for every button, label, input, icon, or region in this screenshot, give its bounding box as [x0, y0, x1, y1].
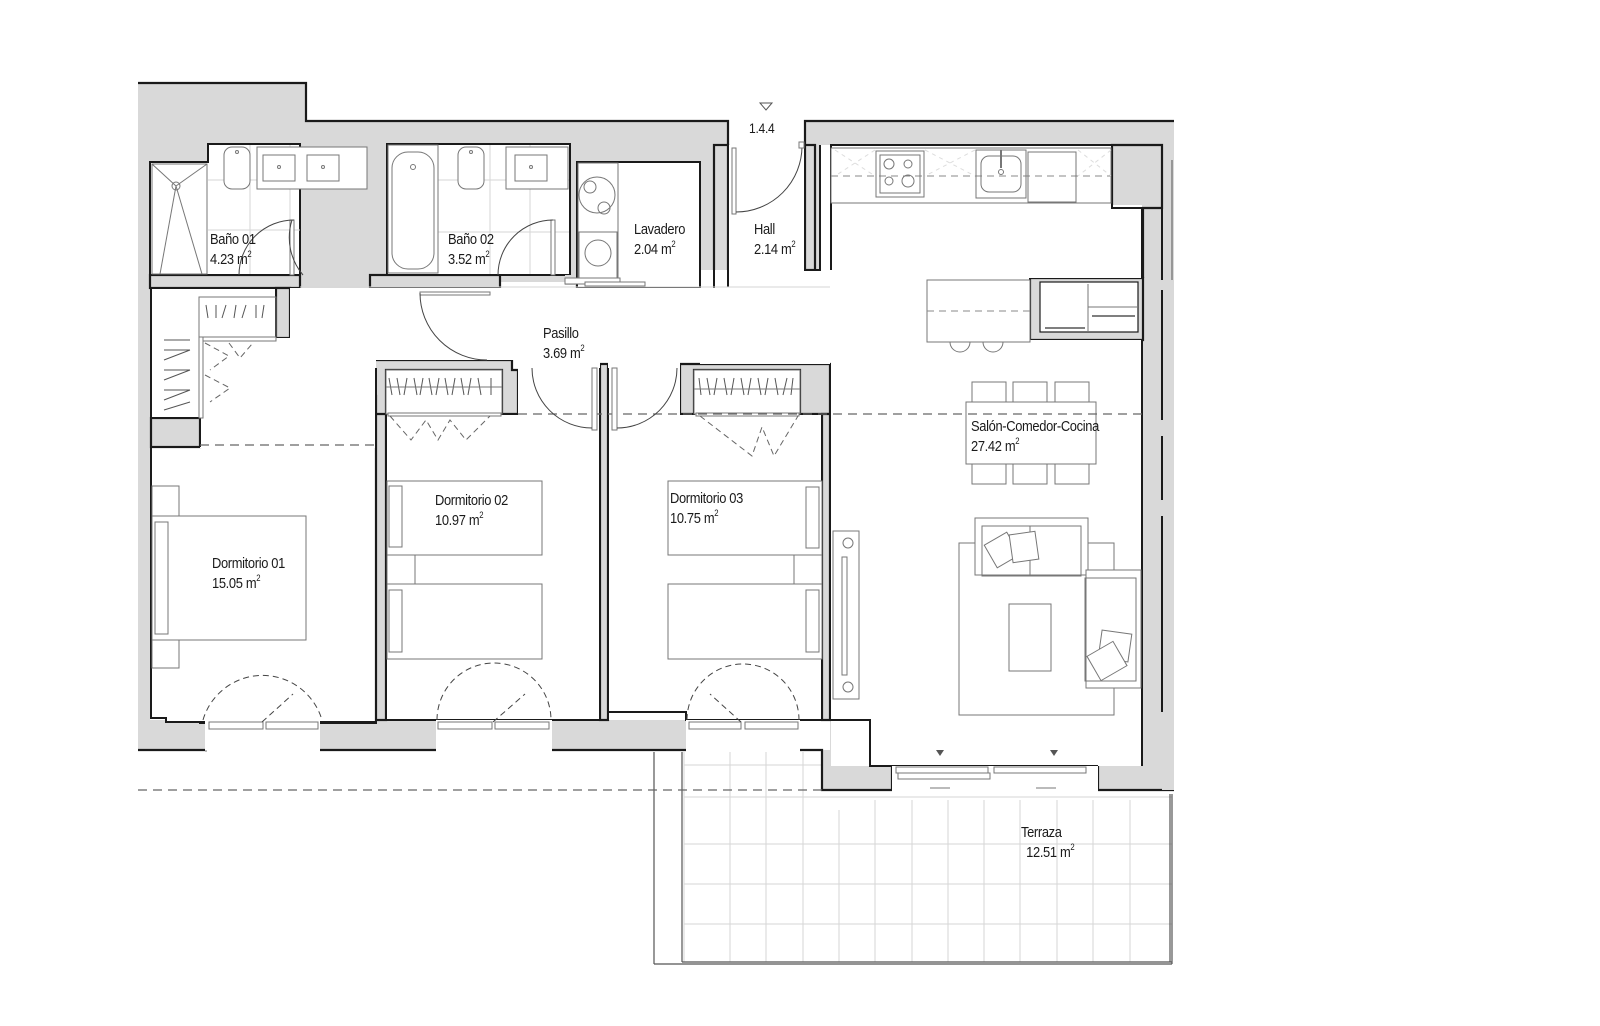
coffee-table-icon: [1008, 603, 1052, 672]
tv-unit-icon: [832, 530, 860, 700]
entrance-level-label: 1.4.4: [749, 120, 775, 136]
room-label-hall: Hall 2.14 m2: [754, 220, 796, 260]
room-label-salon-comedor-cocina: Salón-Comedor-Cocina 27.42 m2: [971, 417, 1099, 457]
lavadero-fixtures: [564, 162, 646, 287]
door-bano-02[interactable]: [497, 219, 554, 276]
room-name: Terraza: [1021, 824, 1062, 841]
beds: [151, 480, 823, 669]
toilet-icon: [457, 146, 485, 190]
dishwasher-icon: [1027, 151, 1077, 203]
opening-marker-icon: [936, 750, 944, 756]
single-bed-icon: [667, 583, 823, 660]
room-label-bano-01: Baño 01 4.23 m2: [210, 230, 256, 270]
section-lines: [138, 413, 1142, 791]
windows: [202, 662, 1098, 794]
room-label-dormitorio-02: Dormitorio 02 10.97 m2: [435, 491, 508, 531]
shower-tray-icon: [151, 163, 208, 275]
room-area: 12.51 m2: [1026, 842, 1075, 862]
room-area: 15.05 m2: [212, 573, 261, 593]
room-strokes: [149, 143, 1143, 767]
room-area: 10.97 m2: [435, 510, 484, 530]
double-bed-icon: [151, 515, 307, 641]
door-pasillo[interactable]: [419, 292, 488, 361]
room-name: Lavadero: [634, 221, 686, 238]
nightstand-icon: [151, 485, 180, 517]
room-area: 3.52 m2: [448, 249, 490, 269]
sliding-window[interactable]: [895, 766, 989, 774]
dining-area: [965, 381, 1097, 485]
room-area: 4.23 m2: [210, 249, 252, 269]
single-bed-icon: [386, 583, 543, 660]
wardrobes: [163, 296, 801, 458]
room-name: Hall: [754, 221, 775, 238]
room-name: Salón-Comedor-Cocina: [971, 418, 1099, 435]
water-heater-icon: [578, 176, 616, 214]
bano-02-fixtures: [387, 144, 569, 274]
sink-icon: [505, 146, 569, 190]
double-sink-icon: [256, 146, 368, 190]
toilet-icon: [223, 146, 251, 190]
room-label-terraza: Terraza 12.51 m2: [1021, 823, 1075, 863]
room-area: 10.75 m2: [670, 508, 719, 528]
room-area: 2.14 m2: [754, 239, 796, 259]
single-bed-icon: [667, 480, 823, 556]
kitchen-fixtures: [830, 147, 1138, 353]
cooktop-icon: [879, 154, 921, 194]
room-label-bano-02: Baño 02 3.52 m2: [448, 230, 494, 270]
room-label-lavadero: Lavadero 2.04 m2: [634, 220, 685, 260]
door-dormitorio-02[interactable]: [531, 367, 593, 429]
dining-chairs: [971, 381, 1090, 485]
level-marker-icon: [758, 102, 774, 111]
single-bed-icon: [386, 480, 543, 556]
kitchen-counter: [830, 147, 1112, 204]
room-area: 3.69 m2: [543, 343, 585, 363]
room-name: Pasillo: [543, 325, 579, 342]
bathtub-icon: [387, 144, 439, 274]
nightstand-icon: [151, 637, 180, 669]
room-name: Baño 02: [448, 231, 494, 248]
bano-01-fixtures: [151, 146, 368, 275]
room-label-dormitorio-03: Dormitorio 03 10.75 m2: [670, 489, 743, 529]
nightstand-icon: [386, 554, 416, 585]
casement-window[interactable]: [208, 721, 264, 730]
room-label-pasillo: Pasillo 3.69 m2: [543, 324, 585, 364]
doors: [238, 141, 805, 431]
internal-walls: [148, 143, 1164, 722]
room-area: 2.04 m2: [634, 239, 676, 259]
door-dormitorio-03[interactable]: [616, 367, 678, 429]
dining-table-icon: [965, 401, 1097, 465]
opening-marker-icon: [1050, 750, 1058, 756]
casement-window[interactable]: [688, 721, 742, 730]
room-area: 27.42 m2: [971, 436, 1020, 456]
room-name: Baño 01: [210, 231, 256, 248]
nightstand-icon: [793, 554, 823, 585]
door-bano-01[interactable]: [238, 219, 295, 276]
room-label-dormitorio-01: Dormitorio 01 15.05 m2: [212, 554, 285, 594]
entrance-door[interactable]: [735, 145, 803, 213]
room-name: Dormitorio 01: [212, 555, 285, 572]
bar-stool-icon: [949, 341, 971, 353]
terrace-tile-grid: [683, 752, 1172, 962]
living-area: [832, 517, 1142, 716]
casement-window[interactable]: [437, 721, 493, 730]
bar-stool-icon: [982, 341, 1004, 353]
room-name: Dormitorio 02: [435, 492, 508, 509]
room-name: Dormitorio 03: [670, 490, 743, 507]
